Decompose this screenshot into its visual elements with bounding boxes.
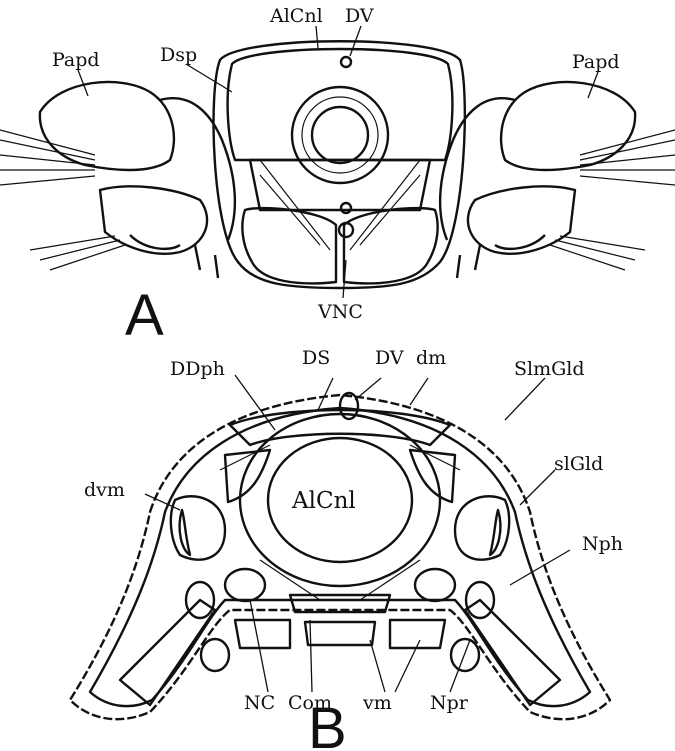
label-ds: DS xyxy=(302,347,330,369)
label-dv-a: DV xyxy=(345,5,374,27)
panel-letter-a: A xyxy=(125,283,164,348)
label-dm: dm xyxy=(416,347,446,369)
label-alcnl-b: AlCnl xyxy=(291,488,356,514)
label-vnc: VNC xyxy=(317,301,363,323)
label-papd-left: Papd xyxy=(52,49,100,71)
label-nph: Nph xyxy=(582,533,623,555)
label-vm: vm xyxy=(362,692,392,714)
label-nc: NC xyxy=(244,692,275,714)
label-npr: Npr xyxy=(430,692,469,714)
label-slmgld: SlmGld xyxy=(514,358,585,380)
figure-a: Papd Dsp AlCnl DV Papd VNC A xyxy=(0,5,675,348)
label-slgld: slGld xyxy=(554,453,603,475)
label-dv-b: DV xyxy=(375,347,404,369)
label-alcnl-a: AlCnl xyxy=(269,5,323,27)
label-dsp: Dsp xyxy=(160,44,197,66)
figure-b: DDph DS DV dm SlmGld slGld dvm AlCnl Nph… xyxy=(70,347,623,751)
left-parapodium xyxy=(0,82,235,278)
body-section-a xyxy=(214,41,465,288)
label-dvm: dvm xyxy=(84,479,125,501)
right-parapodium xyxy=(440,82,675,278)
label-papd-right: Papd xyxy=(572,51,620,73)
label-ddph: DDph xyxy=(170,358,225,380)
panel-letter-b: B xyxy=(308,696,347,751)
